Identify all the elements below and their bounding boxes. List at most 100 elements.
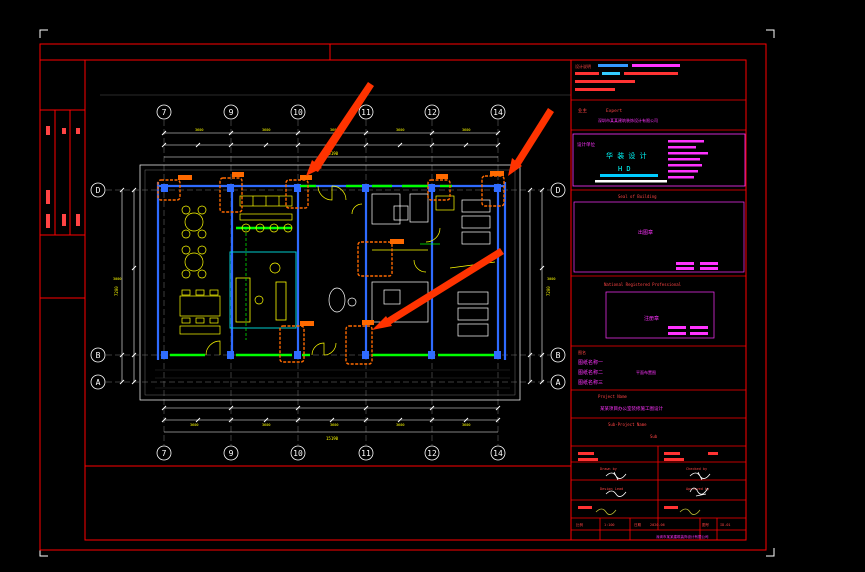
design-name-en: H D — [618, 165, 631, 173]
registration-label: National Registered Professional — [604, 282, 682, 287]
drawing-title-section: 图名 图纸名称一 图纸名称二 图纸名称三 平面布置图 — [578, 349, 656, 386]
dimension-top-overall: 15190 — [326, 151, 339, 156]
dimension-right-vertical: 7200 — [546, 286, 551, 296]
revision-table — [40, 109, 85, 236]
drawing-title-2: 图纸名称二 — [578, 369, 603, 376]
svg-text:3600: 3600 — [262, 128, 270, 132]
svg-text:3600: 3600 — [462, 128, 470, 132]
notes-header: 设计说明 — [575, 63, 591, 69]
dimension-bottom-overall: 15190 — [326, 436, 339, 441]
axis-label-left-b: B — [96, 351, 101, 360]
walls — [156, 182, 507, 360]
drawn-by-label: Drawn by — [600, 467, 617, 471]
axis-label-top-11: 11 — [361, 108, 371, 117]
floor-plan — [139, 164, 521, 401]
highlight-tags — [178, 171, 504, 326]
drawing-title-1: 图纸名称一 — [578, 359, 603, 366]
axis-label-right-b: B — [556, 351, 561, 360]
svg-text:3600: 3600 — [262, 423, 270, 427]
axis-label-right-a: A — [556, 378, 561, 387]
signature-section: Drawn by Checked by Design Lead Approved… — [578, 452, 718, 515]
title-label: 图名 — [578, 349, 586, 355]
signature-mark-5 — [595, 508, 617, 515]
title-block — [571, 99, 746, 540]
sheet-label: 图号 — [702, 522, 710, 527]
scale-label: 比例 — [576, 522, 584, 527]
svg-text:3000: 3000 — [547, 277, 555, 281]
sub-project-label: Sub-Project Name — [608, 422, 647, 427]
project-label: Project Name — [598, 394, 627, 399]
drawing-frame — [39, 29, 775, 557]
columns — [161, 184, 501, 359]
svg-text:3000: 3000 — [113, 277, 121, 281]
seal-text: 出图章 — [638, 229, 653, 236]
client-value: Expert — [606, 108, 623, 114]
axis-label-top-9: 9 — [229, 108, 234, 117]
registration-text: 注册章 — [644, 315, 659, 322]
svg-text:3600: 3600 — [396, 423, 404, 427]
registration-section: National Registered Professional 注册章 — [604, 282, 715, 339]
axis-bubbles-right — [550, 182, 566, 390]
scale-value: 1:100 — [604, 523, 615, 527]
axis-label-bottom-12: 12 — [427, 449, 437, 458]
svg-text:3600: 3600 — [195, 128, 203, 132]
axis-label-bottom-9: 9 — [229, 449, 234, 458]
plan-title: 平面布置图 — [636, 369, 656, 375]
signature-mark-2 — [689, 471, 711, 481]
svg-text:3600: 3600 — [396, 128, 404, 132]
design-name: 华 装 设 计 — [606, 151, 647, 160]
date-value: 2020.06 — [650, 523, 665, 527]
design-company-box: 设计单位 华 装 设 计 H D — [572, 133, 746, 187]
axis-label-right-d: D — [556, 186, 561, 195]
sub-project-value: Sub — [650, 434, 658, 439]
sheet-value: ID-01 — [720, 523, 731, 527]
meeting-room — [229, 251, 297, 329]
drawing-title-3: 图纸名称三 — [578, 379, 603, 386]
lounge-furniture — [179, 205, 221, 335]
client-label: 业主 — [578, 107, 587, 114]
axis-label-top-7: 7 — [162, 108, 167, 117]
designed-by-label: Design Lead — [600, 487, 623, 491]
dimension-ticks — [119, 130, 545, 423]
axis-bubbles-bottom — [156, 445, 506, 461]
axis-bubbles-top — [156, 104, 506, 120]
glass-partitions — [170, 184, 494, 357]
approved-by-label: Approved by — [686, 487, 709, 491]
footer-company: 深圳市某某建筑装饰设计有限公司 — [656, 534, 709, 539]
annotation-arrows — [306, 82, 554, 330]
seal-section: Seal of Building 出图章 — [573, 194, 745, 273]
axis-label-top-14: 14 — [493, 108, 503, 117]
design-notes: 设计说明 — [575, 63, 680, 91]
dimension-values: 3600 3600 3600 3600 3600 3600 3600 3600 3600 3… — [113, 128, 555, 427]
seal-label: Seal of Building — [618, 194, 657, 199]
checked-by-label: Checked by — [686, 467, 707, 471]
axis-label-top-12: 12 — [427, 108, 437, 117]
axis-label-bottom-7: 7 — [162, 449, 167, 458]
axis-label-top-10: 10 — [293, 108, 303, 117]
design-label: 设计单位 — [577, 141, 595, 148]
axis-label-bottom-14: 14 — [493, 449, 503, 458]
signature-mark-4 — [689, 487, 709, 497]
signature-mark-6 — [679, 508, 701, 515]
svg-text:3600: 3600 — [190, 423, 198, 427]
sheet-info-row: 比例 1:100 日期 2020.06 图号 ID-01 深圳市某某建筑装饰设计… — [576, 522, 731, 539]
signature-mark-1 — [605, 471, 627, 481]
project-section: Project Name 某某项目办公室装修施工图设计 Sub-Project … — [598, 394, 663, 439]
axis-label-left-d: D — [96, 186, 101, 195]
dimension-left-vertical: 7200 — [114, 286, 119, 296]
axis-grid-lines — [106, 120, 550, 445]
date-label: 日期 — [634, 522, 642, 527]
svg-text:3600: 3600 — [330, 128, 338, 132]
column-highlights — [157, 175, 505, 365]
office-furniture — [435, 195, 496, 337]
svg-text:3600: 3600 — [462, 423, 470, 427]
signature-mark-3 — [605, 490, 627, 497]
project-name: 某某项目办公室装修施工图设计 — [600, 405, 663, 412]
axis-label-left-a: A — [96, 378, 101, 387]
company-name: 深圳市某某建筑装饰设计有限公司 — [598, 117, 658, 123]
pantry-area — [328, 193, 429, 323]
svg-text:3600: 3600 — [330, 423, 338, 427]
axis-label-bottom-11: 11 — [361, 449, 371, 458]
circulation-marks — [245, 228, 440, 340]
